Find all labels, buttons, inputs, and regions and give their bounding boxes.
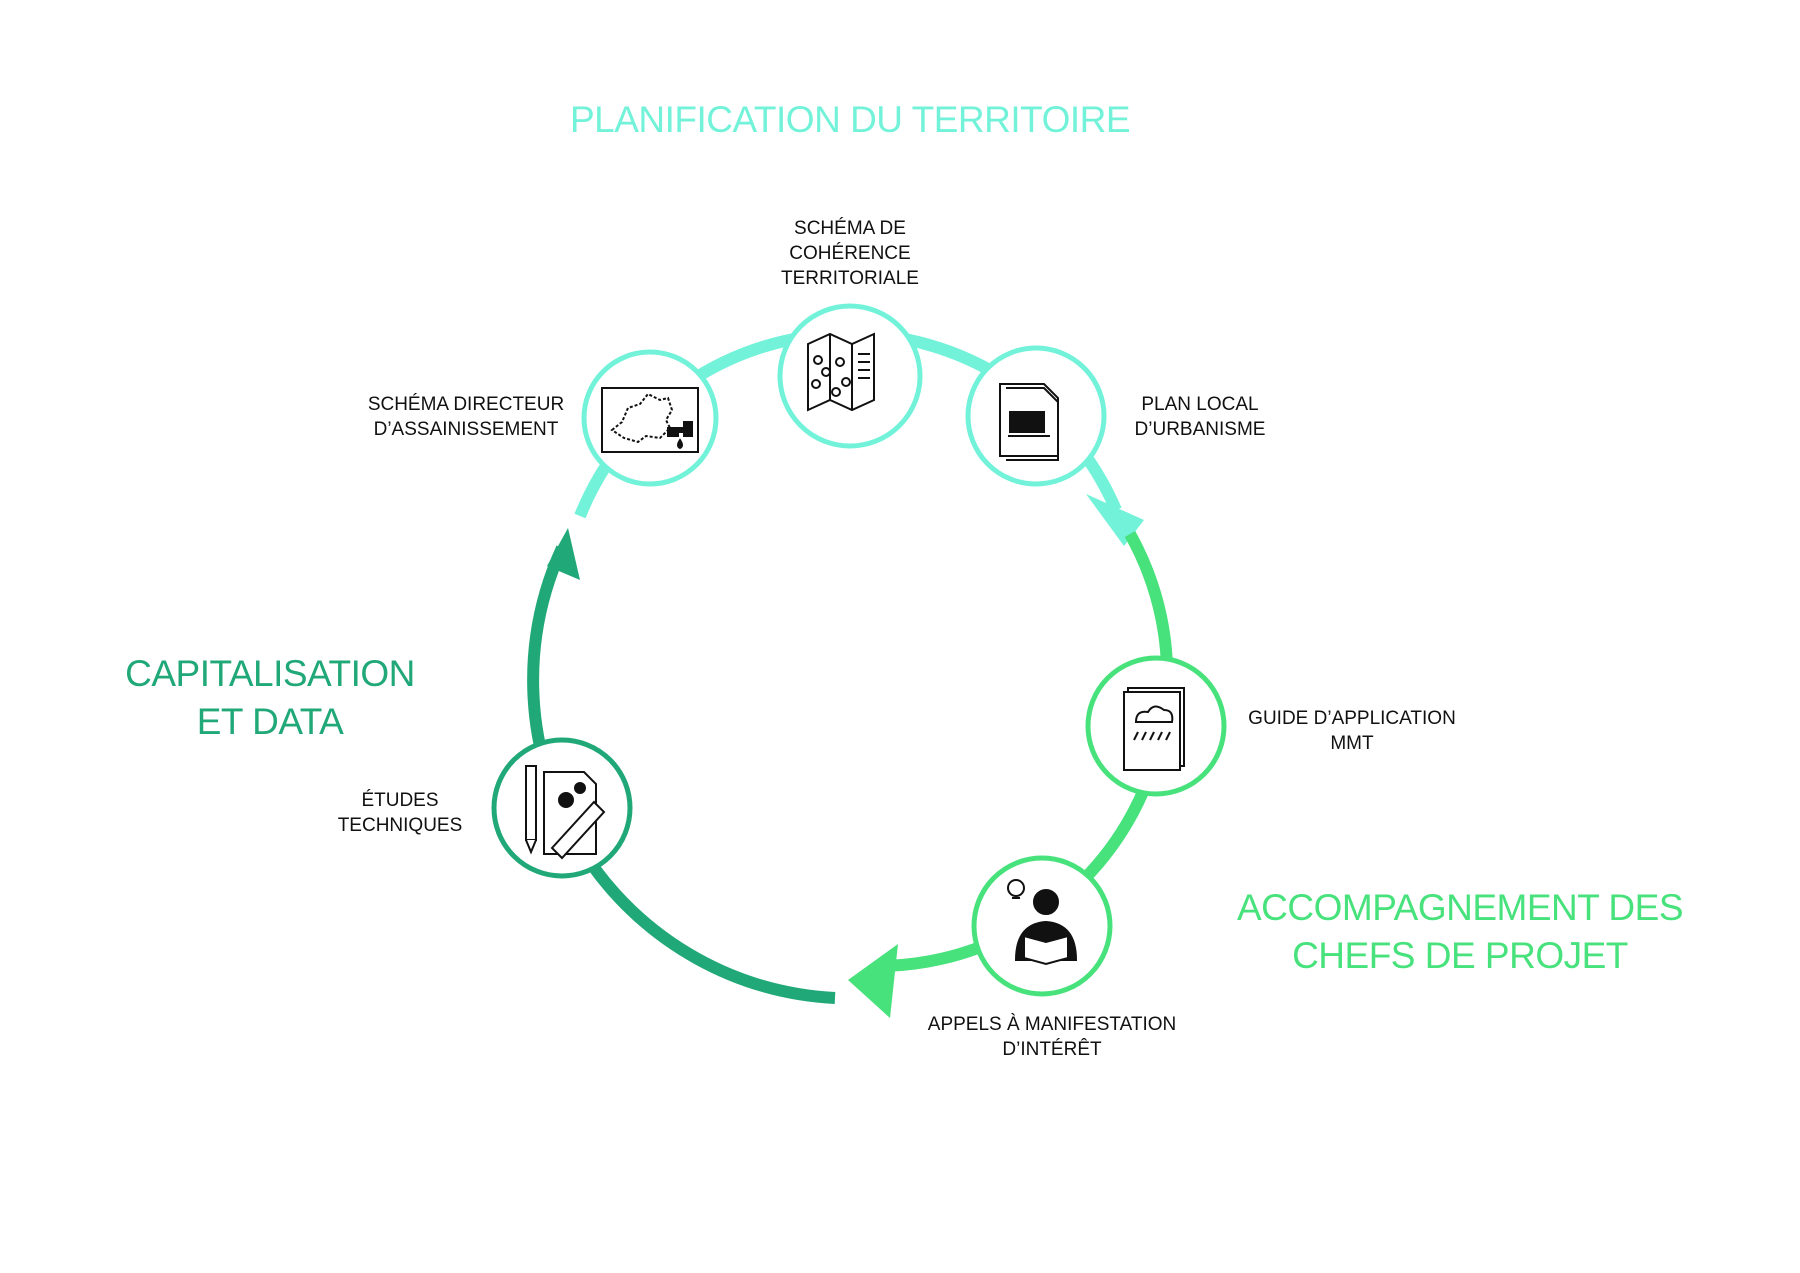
arrow-head-dark <box>547 528 580 580</box>
technical-study-icon <box>525 765 606 860</box>
map-faucet-icon <box>601 387 699 453</box>
urban-document-icon <box>999 383 1059 461</box>
phase-accompagnement-title: ACCOMPAGNEMENT DES CHEFS DE PROJET <box>1236 887 1684 976</box>
node-schema-directeur[interactable] <box>581 349 719 487</box>
label-schema-directeur: SCHÉMA DIRECTEUR D’ASSAINISSEMENT <box>367 394 565 440</box>
label-plu: PLAN LOCAL D’URBANISME <box>1134 394 1266 440</box>
label-scot: SCHÉMA DE COHÉRENCE TERRITORIALE <box>781 218 919 289</box>
node-etudes[interactable] <box>491 737 633 879</box>
rain-guide-icon <box>1123 687 1185 771</box>
phase-capitalisation-title: CAPITALISATION ET DATA <box>125 653 415 742</box>
label-guide: GUIDE D’APPLICATION MMT <box>1248 708 1456 754</box>
arc-accompagnement <box>875 531 1174 973</box>
arrow-head-teal <box>1086 494 1144 546</box>
cycle-nodes <box>491 303 1227 997</box>
node-ami[interactable] <box>971 855 1113 997</box>
label-etudes: ÉTUDES TECHNIQUES <box>337 790 463 836</box>
node-guide[interactable] <box>1085 655 1227 797</box>
node-plu[interactable] <box>965 345 1107 487</box>
label-ami: APPELS À MANIFESTATION D’INTÉRÊT <box>927 1014 1177 1060</box>
phase-planification-title: PLANIFICATION DU TERRITOIRE <box>569 99 1131 140</box>
reader-idea-icon <box>1007 879 1078 966</box>
folded-map-icon <box>807 332 875 412</box>
arrow-head-green <box>848 944 898 1018</box>
node-scot[interactable] <box>777 303 923 449</box>
